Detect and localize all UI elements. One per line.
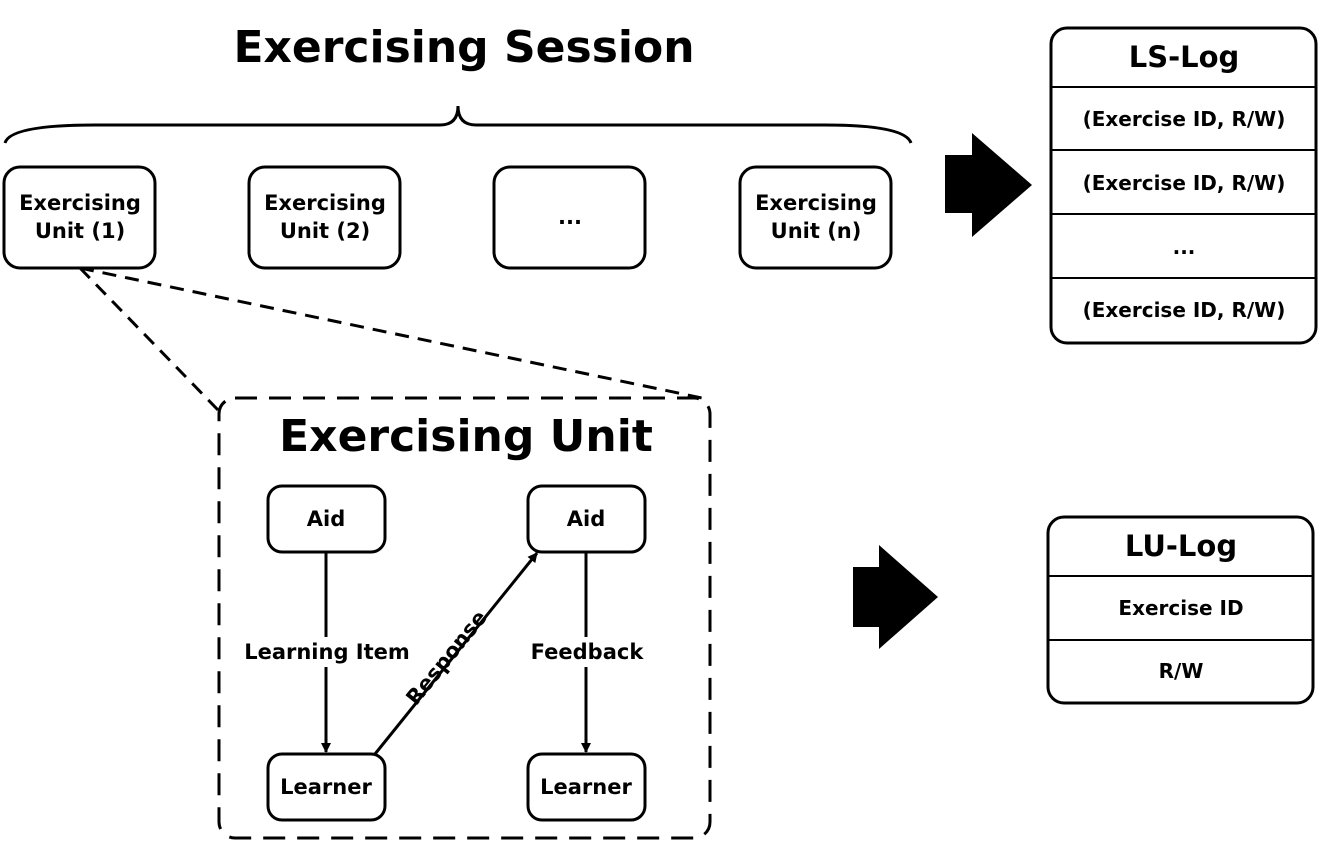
ls-log-title: LS-Log [1129,40,1240,74]
edge-feedback-label-bg [529,637,645,667]
edge-learning-item-label-bg [244,637,410,667]
unit-box-1: Exercising Unit (1) [2,165,157,270]
unit-2-label-line1: Exercising [264,191,386,215]
aid-node-right: Aid [526,484,647,554]
learner-node-right: Learner [526,752,647,822]
ls-log-row-3: ... [1173,235,1196,259]
unit-box-ellipsis: ... [492,165,647,270]
aid-node-left: Aid [266,484,387,554]
unit-box-n: Exercising Unit (n) [738,165,893,270]
edge-learning-item-label: Learning Item [244,640,410,664]
unit-n-label-line1: Exercising [755,191,877,215]
edge-response [373,552,539,755]
exercising-unit-title: Exercising Unit [279,411,653,462]
learner-right-label: Learner [540,775,632,799]
edge-feedback-label: Feedback [531,640,645,664]
lu-log-title: LU-Log [1125,529,1237,563]
unit-n-label-line2: Unit (n) [771,219,862,243]
session-title: Exercising Session [233,22,694,73]
edge-response-label: Response [401,606,491,710]
aid-left-label: Aid [307,507,345,531]
zoom-line-right [79,266,703,400]
lu-log-table: LU-Log Exercise ID R/W [1046,515,1315,705]
learner-node-left: Learner [266,752,387,822]
arrow-to-ls-log [945,133,1032,237]
unit-1-label-line1: Exercising [19,191,141,215]
zoom-line-left [78,266,220,412]
unit-1-label-line2: Unit (1) [35,219,125,243]
unit-box-2: Exercising Unit (2) [247,165,402,270]
lu-log-row-2: R/W [1159,659,1204,683]
exercising-unit-container [217,396,712,840]
aid-right-label: Aid [567,507,605,531]
ls-log-table: LS-Log (Exercise ID, R/W) (Exercise ID, … [1049,26,1318,345]
unit-2-label-line2: Unit (2) [280,219,370,243]
session-brace [3,105,913,144]
ls-log-row-2: (Exercise ID, R/W) [1083,171,1286,195]
arrow-to-lu-log [853,545,938,649]
learner-left-label: Learner [280,775,372,799]
ls-log-row-4: (Exercise ID, R/W) [1083,298,1286,322]
unit-ellipsis-label: ... [558,205,582,229]
lu-log-row-1: Exercise ID [1118,596,1243,620]
ls-log-row-1: (Exercise ID, R/W) [1083,107,1286,131]
